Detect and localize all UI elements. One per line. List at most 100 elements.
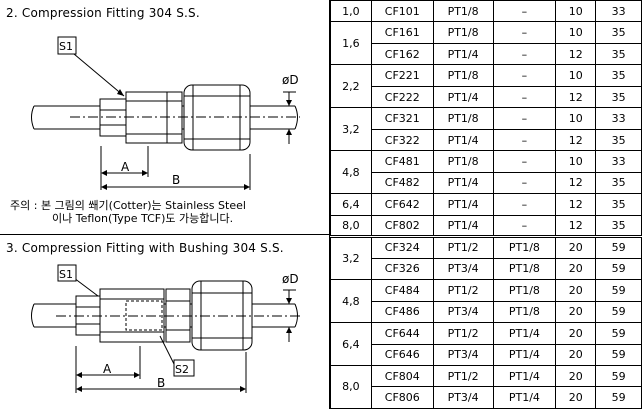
thread2-cell: – — [492, 214, 557, 238]
tube-size-cell: 8,0 — [330, 364, 372, 409]
thread2-cell: – — [492, 171, 557, 195]
section-divider — [0, 234, 329, 235]
thread1-cell: PT1/2 — [432, 235, 494, 259]
dim-l-cell: 59 — [595, 322, 642, 345]
thread1-cell: PT3/4 — [432, 300, 494, 324]
tube-size-cell: 1,0 — [330, 0, 372, 23]
part-number-cell: CF802 — [370, 214, 434, 238]
dim-h-cell: 10 — [555, 0, 597, 23]
thread1-cell: PT1/4 — [432, 128, 494, 152]
thread1-cell: PT1/8 — [432, 107, 494, 130]
dim-b-label: B — [172, 173, 180, 187]
dim-h-cell: 10 — [555, 21, 597, 44]
thread1-cell: PT3/4 — [432, 343, 494, 366]
dim-l-cell: 35 — [595, 193, 642, 216]
part-number-cell: CF324 — [370, 235, 434, 259]
dim-h-cell: 20 — [555, 279, 597, 302]
tube-size-cell: 1,6 — [330, 21, 372, 66]
part-number-cell: CF642 — [370, 193, 434, 216]
dim-l-cell: 59 — [595, 300, 642, 324]
dim-l-cell: 33 — [595, 0, 642, 23]
thread1-cell: PT1/8 — [432, 150, 494, 173]
dim-l-cell: 59 — [595, 343, 642, 366]
thread1-cell: PT1/2 — [432, 322, 494, 345]
thread2-cell: – — [492, 42, 557, 66]
part-number-cell: CF804 — [370, 364, 434, 388]
dim-l-cell: 33 — [595, 150, 642, 173]
dim-l-cell: 59 — [595, 235, 642, 259]
part-number-cell: CF162 — [370, 42, 434, 66]
thread2-cell: – — [492, 21, 557, 44]
thread1-cell: PT1/4 — [432, 42, 494, 66]
dim-l-cell: 35 — [595, 171, 642, 195]
dim-h-cell: 20 — [555, 343, 597, 366]
thread2-cell: – — [492, 128, 557, 152]
tube-size-cell: 3,2 — [330, 235, 372, 281]
dim-h-cell: 20 — [555, 300, 597, 324]
part-number-cell: CF221 — [370, 64, 434, 87]
dim-h-cell: 12 — [555, 42, 597, 66]
dim-h-cell: 10 — [555, 107, 597, 130]
part-number-cell: CF101 — [370, 0, 434, 23]
note-line-1: 주의 : 본 그림의 쐐기(Cotter)는 Stainless Steel — [10, 199, 246, 212]
dim-l-cell: 33 — [595, 107, 642, 130]
dim-l-cell: 59 — [595, 279, 642, 302]
cotter-note: 주의 : 본 그림의 쐐기(Cotter)는 Stainless Steel 이… — [10, 199, 246, 225]
dim-a-label: A — [121, 160, 130, 174]
tube-size-cell: 4,8 — [330, 279, 372, 324]
section2-title: 3. Compression Fitting with Bushing 304 … — [6, 241, 284, 255]
diameter-label: øD — [282, 73, 299, 87]
dim-h-cell: 20 — [555, 364, 597, 388]
thread2-cell: PT1/8 — [492, 235, 557, 259]
section1-title: 2. Compression Fitting 304 S.S. — [6, 6, 200, 20]
thread1-cell: PT1/8 — [432, 21, 494, 44]
bushing-fitting-drawing: S1 S2 øD A B — [31, 264, 300, 393]
part-number-cell: CF326 — [370, 257, 434, 281]
part-number-cell: CF481 — [370, 150, 434, 173]
thread1-cell: PT1/2 — [432, 279, 494, 302]
thread1-cell: PT1/2 — [432, 364, 494, 388]
s1-label: S1 — [59, 268, 73, 281]
dim-l-cell: 59 — [595, 257, 642, 281]
dim-l-cell: 35 — [595, 64, 642, 87]
thread2-cell: PT1/8 — [492, 257, 557, 281]
thread1-cell: PT3/4 — [432, 257, 494, 281]
dim-l-cell: 59 — [595, 364, 642, 388]
dim-h-cell: 12 — [555, 193, 597, 216]
dim-h-cell: 12 — [555, 214, 597, 238]
s2-label: S2 — [175, 363, 189, 376]
part-number-cell: CF806 — [370, 386, 434, 409]
tube-size-cell: 6,4 — [330, 322, 372, 366]
dim-a-label: A — [103, 362, 112, 376]
part-number-cell: CF484 — [370, 279, 434, 302]
tube-size-cell: 3,2 — [330, 107, 372, 152]
dim-h-cell: 12 — [555, 128, 597, 152]
dim-h-cell: 10 — [555, 150, 597, 173]
thread2-cell: – — [492, 107, 557, 130]
part-number-cell: CF222 — [370, 85, 434, 109]
dim-l-cell: 35 — [595, 21, 642, 44]
dim-l-cell: 35 — [595, 214, 642, 238]
part-number-cell: CF482 — [370, 171, 434, 195]
thread1-cell: PT1/4 — [432, 214, 494, 238]
dim-h-cell: 20 — [555, 386, 597, 409]
drawings-panel: 2. Compression Fitting 304 S.S. — [0, 0, 330, 409]
s1-label: S1 — [59, 40, 73, 53]
dim-h-cell: 12 — [555, 171, 597, 195]
part-number-cell: CF644 — [370, 322, 434, 345]
